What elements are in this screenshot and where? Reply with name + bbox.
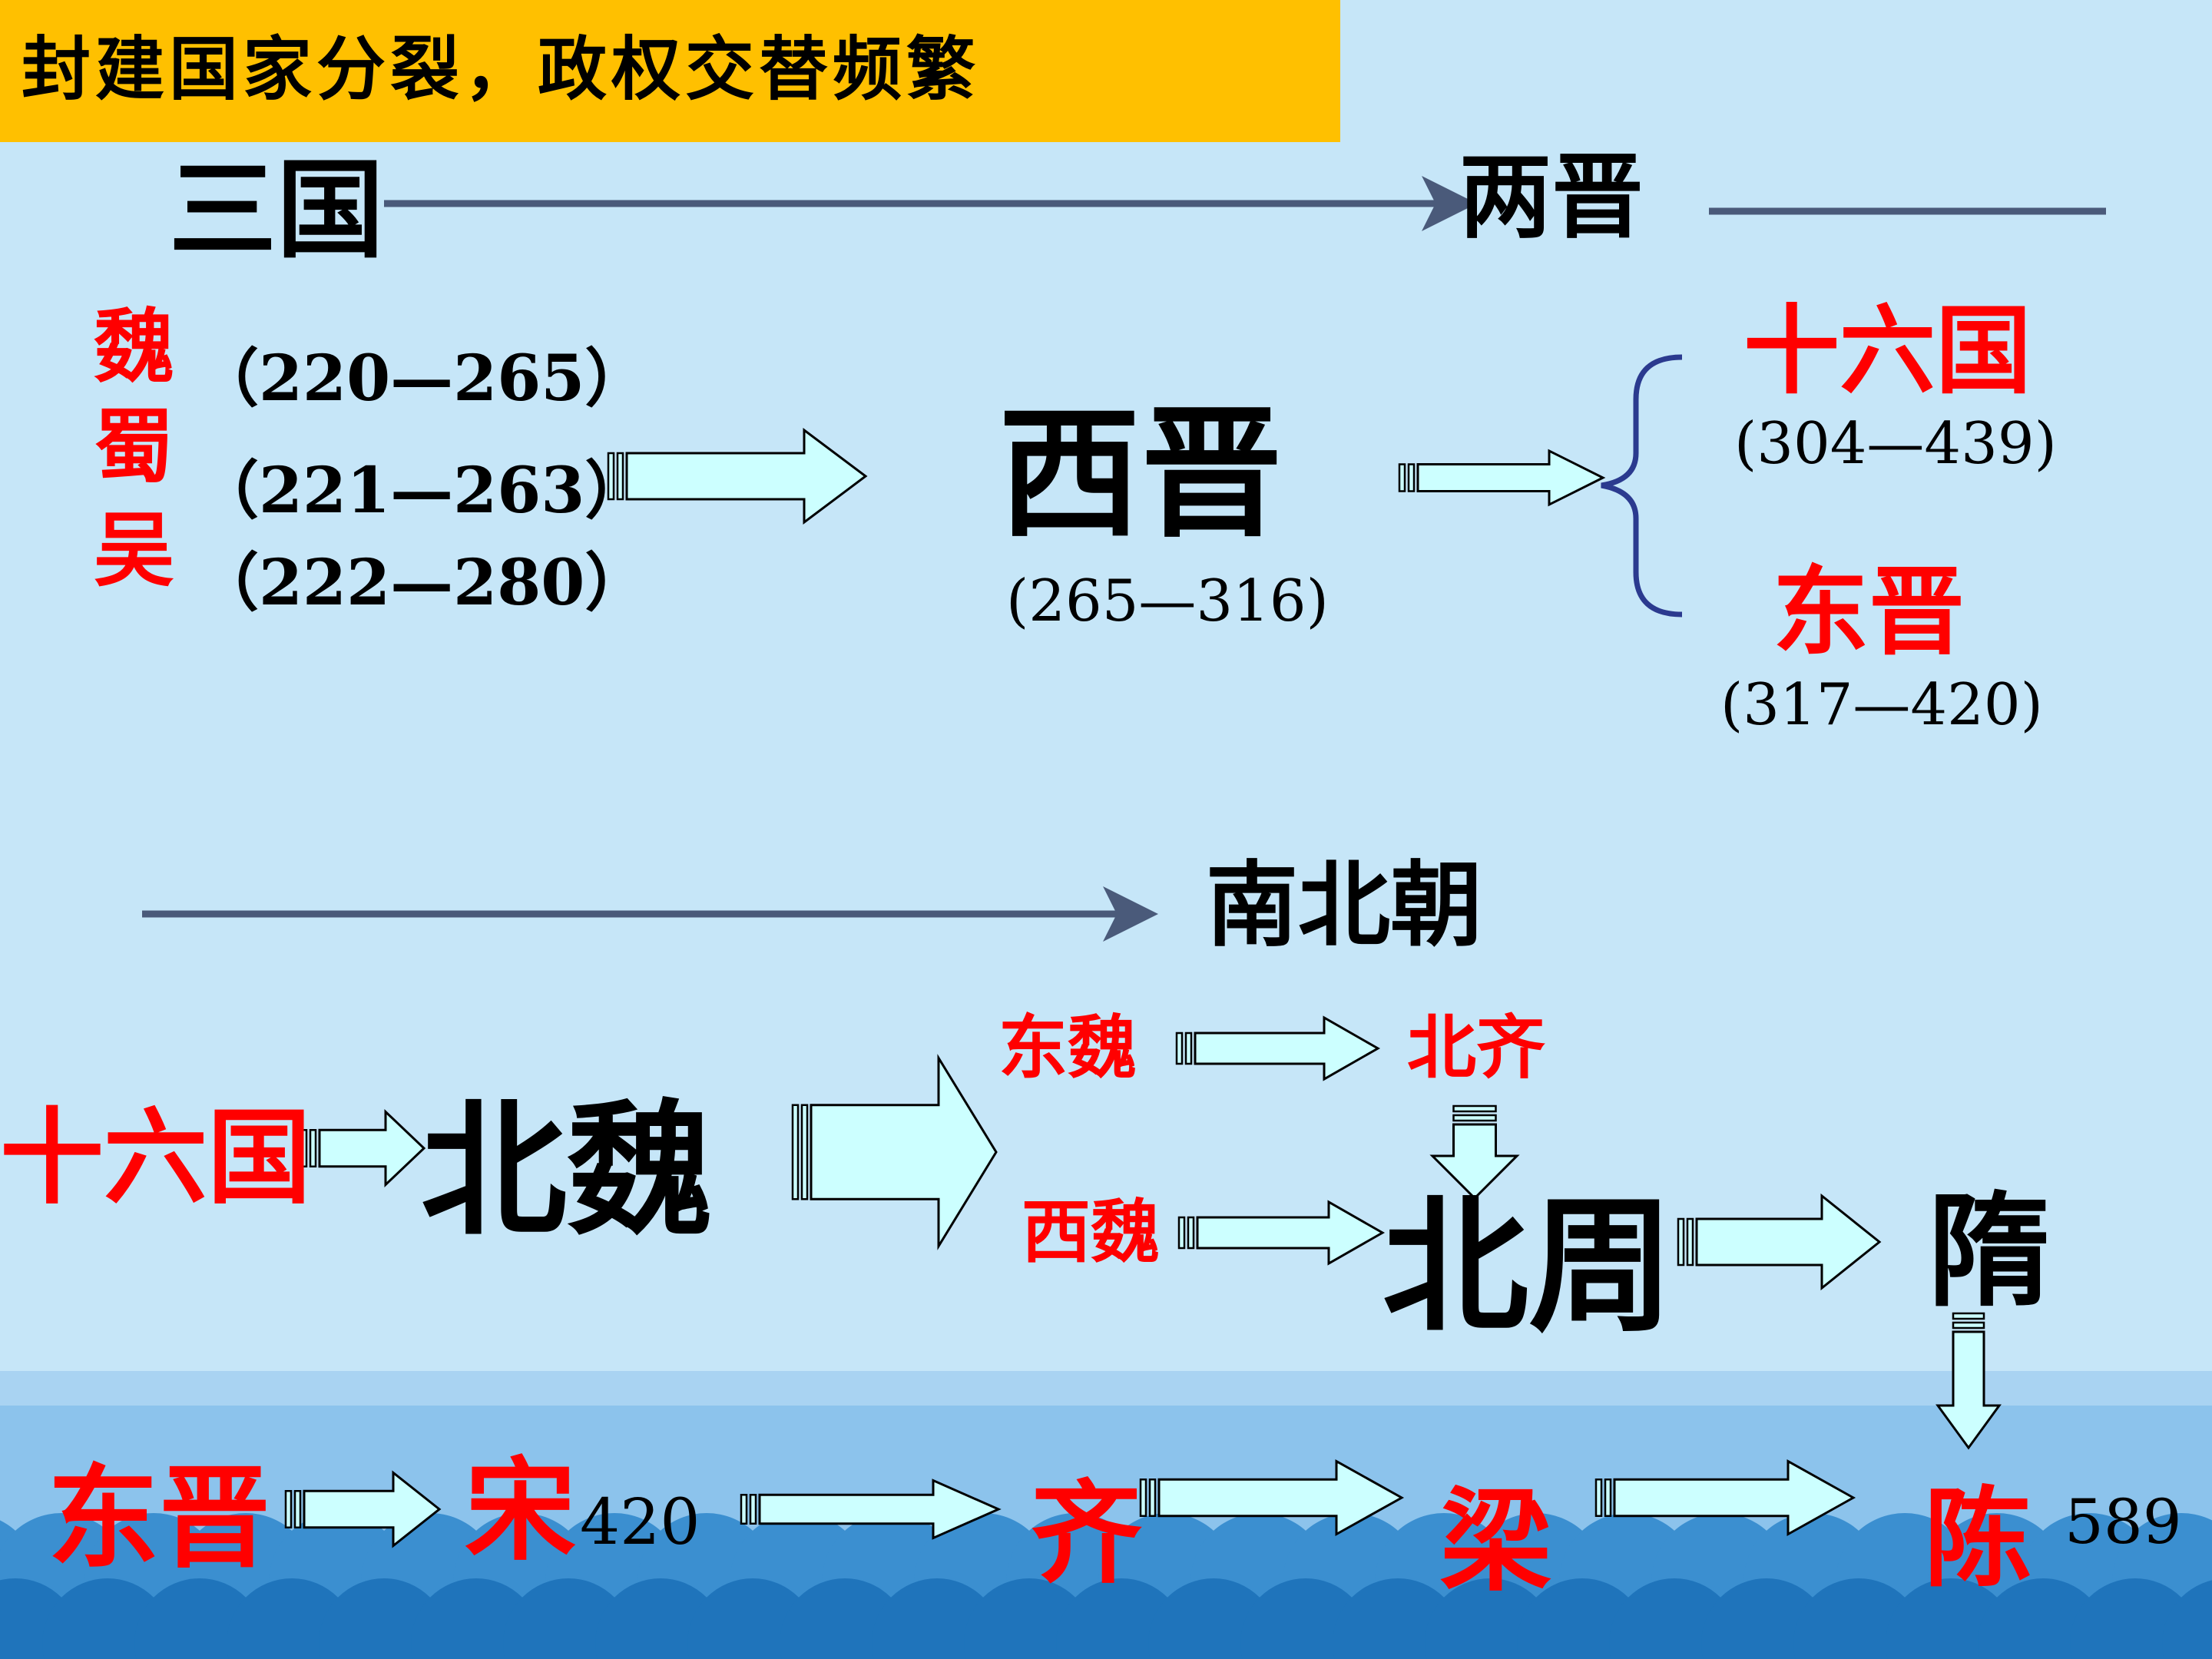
label-chen: 陈 (1924, 1477, 2032, 1602)
state-shu: 蜀 (94, 400, 175, 494)
label-northern-zhou: 北周 (1382, 1182, 1675, 1352)
label-three-kingdoms: 三国 (169, 148, 385, 273)
years-western-jin: (265—316) (1006, 567, 1329, 634)
year-end: 589 (2065, 1486, 2182, 1558)
label-northern-wei: 北魏 (421, 1086, 714, 1256)
wave-front (2162, 1580, 2212, 1659)
state-wu: 吴 (94, 504, 175, 598)
label-two-jin: 两晋 (1459, 144, 1644, 251)
year-song: 420 (580, 1486, 700, 1559)
arrow-liang-to-chen (1594, 1459, 1856, 1537)
arrow-western-jin-to-split (1398, 449, 1606, 507)
years-wei: （220—265） (196, 342, 648, 416)
arrow-eastern-wei-to-northern-qi (1175, 1015, 1381, 1081)
arrow-qi-to-liang (1139, 1459, 1405, 1537)
label-eastern-wei: 东魏 (998, 1008, 1137, 1088)
brace-bracket (1601, 354, 1683, 618)
state-wei: 魏 (94, 300, 175, 394)
label-western-jin: 西晋 (998, 391, 1283, 557)
label-eastern-jin-top: 东晋 (1773, 557, 1965, 668)
label-sixteen-kingdoms-bottom: 十六国 (0, 1098, 311, 1218)
label-eastern-jin-bottom: 东晋 (48, 1454, 270, 1584)
arrow-sixteen-kingdoms-to-northern-wei (300, 1109, 426, 1187)
label-song: 宋 (465, 1446, 576, 1576)
label-southern-northern-dynasties: 南北朝 (1206, 853, 1482, 959)
arrow-song-to-qi (740, 1479, 1002, 1540)
label-liang: 梁 (1440, 1477, 1551, 1607)
years-shu: （221—263） (196, 454, 648, 528)
arrow-northern-wei-to-split (791, 1054, 998, 1250)
title-banner (0, 0, 1340, 142)
arrow-northern-zhou-to-sui (1677, 1193, 1882, 1291)
arrow-sui-to-chen (1936, 1312, 2002, 1450)
page-title: 封建国家分裂，政权交替频繁 (22, 29, 980, 110)
arrow-western-wei-to-northern-zhou (1177, 1200, 1386, 1266)
label-northern-qi: 北齐 (1407, 1008, 1545, 1088)
years-sixteen-kingdoms: (304—439) (1734, 409, 2057, 477)
arrow-northern-qi-to-northern-zhou (1429, 1104, 1520, 1200)
label-western-wei: 西魏 (1022, 1192, 1160, 1273)
label-qi: 齐 (1031, 1469, 1142, 1599)
arrow-eastern-jin-to-song (284, 1470, 442, 1548)
years-wu: （222—280） (196, 546, 648, 620)
label-sui: 隋 (1928, 1180, 2051, 1323)
arrow-three-states-to-western-jin (607, 428, 868, 525)
label-sixteen-kingdoms-top: 十六国 (1743, 296, 2032, 407)
years-eastern-jin: (317—420) (1720, 671, 2043, 738)
